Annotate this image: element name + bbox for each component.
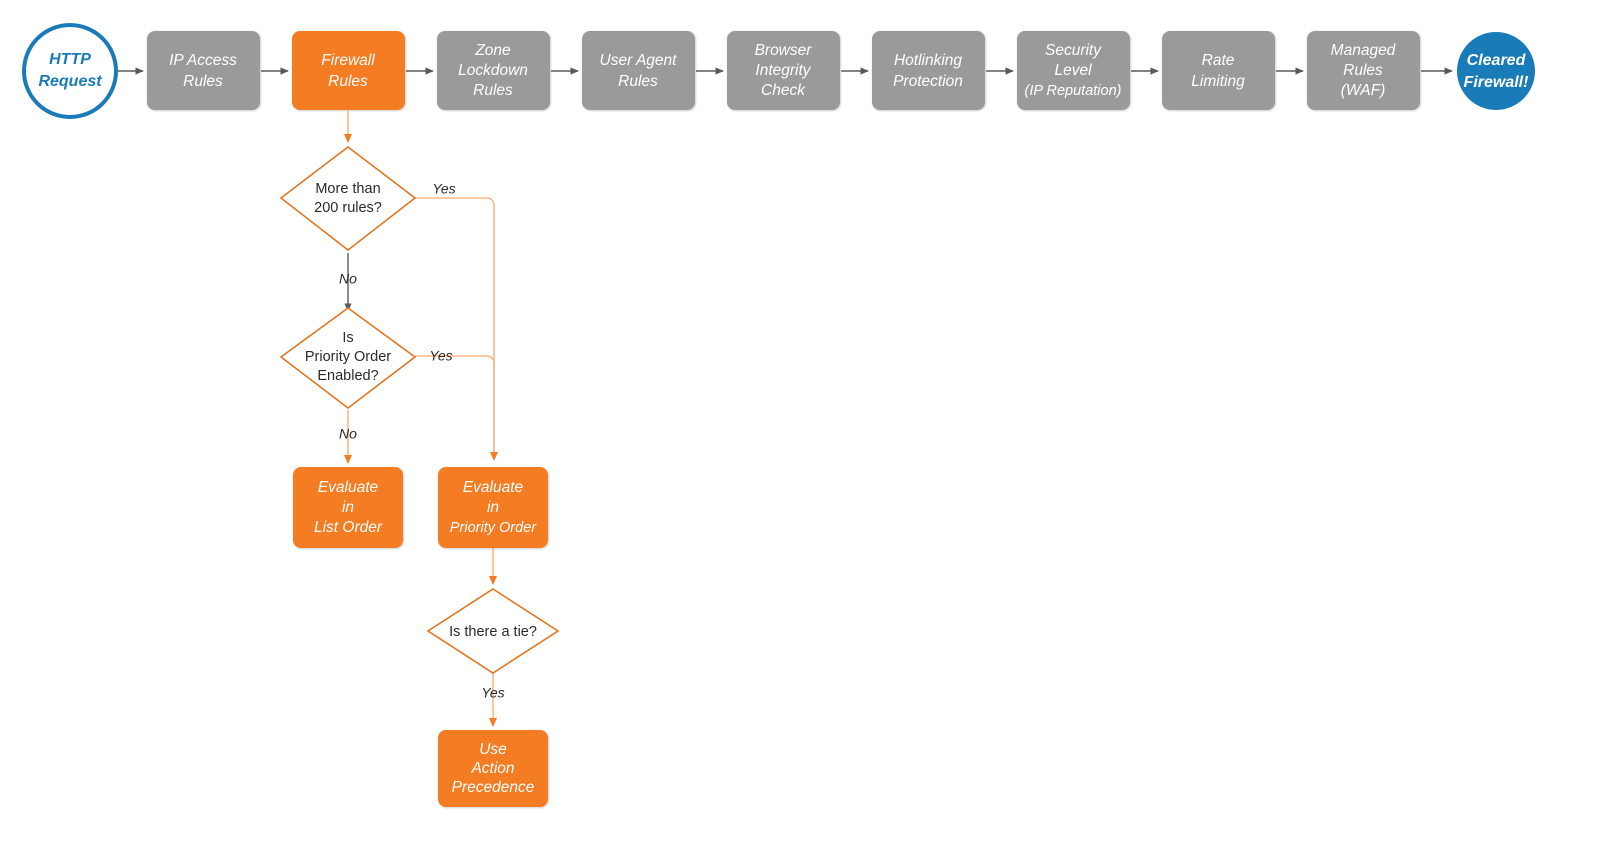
rate-limiting-box (1162, 31, 1275, 110)
user-agent-rules-label-line2: Rules (618, 73, 658, 90)
cleared-firewall-label-line2: Firewall! (1464, 74, 1530, 91)
node-firewall-rules[interactable]: Firewall Rules (292, 31, 405, 110)
evaluate-in-priority-order-label-line3: Priority Order (450, 520, 537, 536)
use-action-precedence-label-line2: Action (470, 760, 514, 777)
detail-connectors (344, 110, 498, 727)
evaluate-in-list-order-label-line1: Evaluate (318, 479, 379, 496)
start-circle-shape (22, 23, 118, 119)
http-request-label-line1: HTTP (49, 51, 91, 68)
end-circle-shape (1457, 32, 1535, 110)
is-priority-order-enabled-diamond (279, 307, 417, 410)
security-level-label-line3: (IP Reputation) (1025, 83, 1122, 99)
managed-rules-waf-label-line3: (WAF) (1341, 82, 1385, 99)
node-managed-rules-waf[interactable]: Managed Rules (WAF) (1307, 31, 1420, 110)
more-than-200-rules-label-line1: More than (315, 181, 380, 197)
hotlinking-protection-label-line1: Hotlinking (894, 52, 962, 69)
is-there-a-tie-diamond (426, 588, 560, 674)
connector-priority-order-yes (415, 355, 498, 461)
evaluate-in-list-order-label-line2: in (342, 499, 354, 516)
node-evaluate-in-priority-order[interactable]: Evaluate in Priority Order (438, 467, 548, 548)
node-ip-access-rules[interactable]: IP Access Rules (147, 31, 260, 110)
node-use-action-precedence[interactable]: Use Action Precedence (438, 730, 548, 807)
evaluate-in-list-order-box (293, 467, 403, 548)
is-priority-order-enabled-label-line3: Enabled? (317, 368, 378, 384)
more-than-200-rules-label-line2: 200 rules? (314, 200, 382, 216)
zone-lockdown-rules-label-line2: Lockdown (458, 62, 528, 79)
rate-limiting-label-line1: Rate (1202, 52, 1235, 69)
hotlinking-protection-label-line2: Protection (893, 73, 963, 90)
more-than-200-rules-diamond (279, 145, 417, 252)
edge-label-priority-order-yes: Yes (429, 348, 452, 364)
security-level-label-line1: Security (1045, 42, 1102, 59)
zone-lockdown-rules-box (437, 31, 550, 110)
node-security-level[interactable]: Security Level (IP Reputation) (1017, 31, 1130, 110)
edge-label-priority-order-no: No (339, 426, 357, 442)
firewall-rules-box (292, 31, 405, 110)
node-hotlinking-protection[interactable]: Hotlinking Protection (872, 31, 985, 110)
node-http-request[interactable]: HTTP Request (22, 23, 118, 119)
zone-lockdown-rules-label-line3: Rules (473, 82, 513, 99)
node-browser-integrity-check[interactable]: Browser Integrity Check (727, 31, 840, 110)
edge-label-more-than-200-yes: Yes (432, 181, 455, 197)
node-zone-lockdown-rules[interactable]: Zone Lockdown Rules (437, 31, 550, 110)
evaluate-in-priority-order-label-line2: in (487, 499, 499, 516)
edge-labels: Yes No Yes No Yes (339, 181, 505, 701)
managed-rules-waf-label-line2: Rules (1343, 62, 1383, 79)
evaluate-in-priority-order-label-line1: Evaluate (463, 479, 524, 496)
zone-lockdown-rules-label-line1: Zone (474, 42, 511, 59)
node-evaluate-in-list-order[interactable]: Evaluate in List Order (293, 467, 403, 548)
is-there-a-tie-label: Is there a tie? (449, 624, 537, 640)
node-cleared-firewall[interactable]: Cleared Firewall! (1457, 32, 1535, 110)
user-agent-rules-label-line1: User Agent (600, 52, 678, 69)
browser-integrity-check-label-line1: Browser (755, 42, 813, 59)
ip-access-rules-box (147, 31, 260, 110)
hotlinking-protection-box (872, 31, 985, 110)
firewall-rules-label-line2: Rules (328, 73, 368, 90)
http-request-label-line2: Request (38, 73, 102, 90)
node-user-agent-rules[interactable]: User Agent Rules (582, 31, 695, 110)
node-more-than-200-rules[interactable]: More than 200 rules? (279, 145, 417, 252)
node-is-priority-order-enabled[interactable]: Is Priority Order Enabled? (279, 307, 417, 410)
edge-label-tie-yes: Yes (481, 685, 504, 701)
firewall-rules-label-line1: Firewall (321, 52, 375, 69)
use-action-precedence-box (438, 730, 548, 807)
edge-label-more-than-200-no: No (339, 271, 357, 287)
node-rate-limiting[interactable]: Rate Limiting (1162, 31, 1275, 110)
is-priority-order-enabled-label-line1: Is (342, 330, 353, 346)
rate-limiting-label-line2: Limiting (1191, 73, 1245, 90)
browser-integrity-check-label-line3: Check (761, 82, 806, 99)
evaluate-in-list-order-label-line3: List Order (314, 519, 383, 536)
cleared-firewall-label-line1: Cleared (1467, 52, 1527, 69)
browser-integrity-check-label-line2: Integrity (755, 62, 811, 79)
node-is-there-a-tie[interactable]: Is there a tie? (426, 588, 560, 674)
managed-rules-waf-box (1307, 31, 1420, 110)
evaluate-in-priority-order-box (438, 467, 548, 548)
browser-integrity-check-box (727, 31, 840, 110)
connector-more-than-200-yes (415, 197, 495, 460)
use-action-precedence-label-line3: Precedence (452, 779, 535, 796)
ip-access-rules-label-line1: IP Access (169, 52, 237, 69)
ip-access-rules-label-line2: Rules (183, 73, 223, 90)
use-action-precedence-label-line1: Use (479, 741, 507, 758)
security-level-label-line2: Level (1054, 62, 1092, 79)
security-level-box (1017, 31, 1130, 110)
managed-rules-waf-label-line1: Managed (1331, 42, 1397, 59)
is-priority-order-enabled-label-line2: Priority Order (305, 349, 391, 365)
user-agent-rules-box (582, 31, 695, 110)
